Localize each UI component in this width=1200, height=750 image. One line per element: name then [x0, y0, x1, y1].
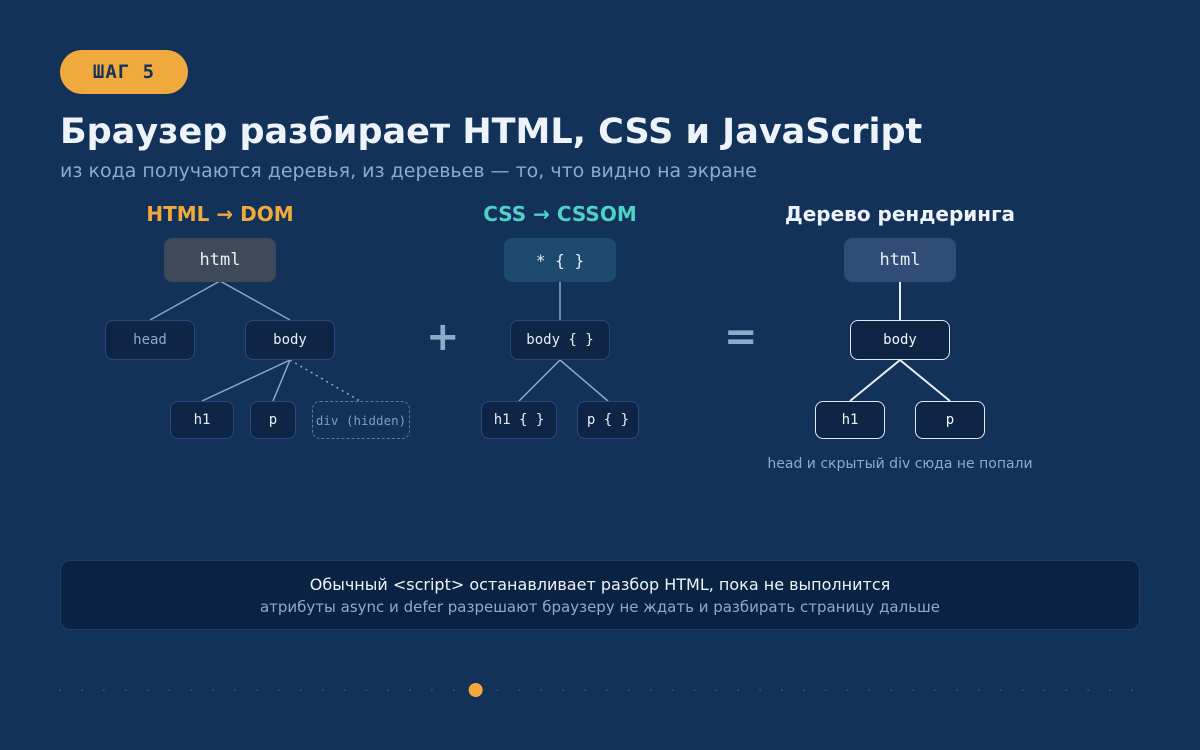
- progress-dot[interactable]: [452, 689, 455, 691]
- progress-dot[interactable]: [255, 689, 258, 691]
- dom-column-title: HTML → DOM: [146, 202, 294, 226]
- progress-dot[interactable]: [409, 689, 412, 691]
- progress-dot[interactable]: [912, 689, 915, 691]
- dom-edge-html-head: [149, 280, 221, 321]
- progress-dot[interactable]: [430, 689, 433, 691]
- cssom-node-universal: * { }: [504, 238, 616, 282]
- panel-sub-text: атрибуты async и defer разрешают браузер…: [259, 597, 941, 616]
- dom-node-h1: h1: [170, 401, 234, 439]
- progress-dot[interactable]: [1087, 689, 1090, 691]
- progress-dot[interactable]: [605, 689, 608, 691]
- progress-dot[interactable]: [737, 689, 740, 691]
- progress-dot[interactable]: [715, 689, 718, 691]
- render-tree-note: head и скрытый div сюда не попали: [767, 456, 1033, 472]
- dom-edge-body-hidden: [289, 359, 361, 402]
- progress-dot[interactable]: [321, 689, 324, 691]
- progress-dot[interactable]: [80, 689, 83, 691]
- cssom-column-title: CSS → CSSOM: [483, 202, 637, 226]
- dom-node-html: html: [164, 238, 276, 282]
- progress-dot[interactable]: [124, 689, 127, 691]
- progress-dot[interactable]: [1043, 689, 1046, 691]
- dom-node-p: p: [250, 401, 296, 439]
- plus-operator: +: [426, 314, 460, 360]
- panel-main-text: Обычный <script> останавливает разбор HT…: [309, 574, 891, 594]
- dom-node-head: head: [105, 320, 195, 360]
- progress-dot[interactable]: [190, 689, 193, 691]
- cssom-edge-body-p: [559, 359, 609, 402]
- progress-dot[interactable]: [890, 689, 893, 691]
- render-node-p: p: [915, 401, 985, 439]
- progress-dot[interactable]: [955, 689, 958, 691]
- dom-edge-html-body: [219, 280, 291, 321]
- progress-dot[interactable]: [868, 689, 871, 691]
- render-node-body: body: [850, 320, 950, 360]
- render-node-h1: h1: [815, 401, 885, 439]
- progress-dot[interactable]: [802, 689, 805, 691]
- progress-dot[interactable]: [1065, 689, 1068, 691]
- progress-dot[interactable]: [540, 689, 543, 691]
- cssom-edge-body-h1: [518, 359, 561, 402]
- progress-dot[interactable]: [693, 689, 696, 691]
- dom-node-body: body: [245, 320, 335, 360]
- progress-dot[interactable]: [277, 689, 280, 691]
- progress-dot[interactable]: [1109, 689, 1112, 691]
- progress-dot[interactable]: [1131, 689, 1133, 691]
- progress-dot[interactable]: [343, 689, 346, 691]
- cssom-node-h1: h1 { }: [481, 401, 557, 439]
- progress-dot[interactable]: [649, 689, 652, 691]
- progress-dot[interactable]: [562, 689, 565, 691]
- render-column-title: Дерево рендеринга: [784, 202, 1016, 226]
- render-edge-body-h1: [849, 359, 901, 402]
- progress-dot[interactable]: [627, 689, 630, 691]
- dom-node-hidden-div: div (hidden): [312, 401, 410, 439]
- progress-dot[interactable]: [387, 689, 390, 691]
- progress-dot[interactable]: [671, 689, 674, 691]
- progress-dot[interactable]: [934, 689, 937, 691]
- progress-dot[interactable]: [59, 689, 61, 691]
- progress-dot[interactable]: [584, 689, 587, 691]
- page-subtitle: из кода получаются деревья, из деревьев …: [60, 160, 757, 182]
- dom-edge-body-h1: [201, 359, 291, 402]
- cssom-node-p: p { }: [577, 401, 639, 439]
- equals-operator: =: [724, 314, 758, 360]
- progress-dot[interactable]: [365, 689, 368, 691]
- progress-dot-current[interactable]: [468, 683, 483, 697]
- progress-dot[interactable]: [759, 689, 762, 691]
- progress-dot[interactable]: [299, 689, 302, 691]
- dom-edge-body-p: [272, 359, 291, 402]
- render-edge-body-p: [899, 359, 951, 402]
- progress-dot[interactable]: [146, 689, 149, 691]
- progress-dot[interactable]: [168, 689, 171, 691]
- progress-dot[interactable]: [780, 689, 783, 691]
- progress-dot[interactable]: [234, 689, 237, 691]
- cssom-node-body: body { }: [510, 320, 610, 360]
- progress-dot[interactable]: [496, 689, 499, 691]
- progress-dot[interactable]: [999, 689, 1002, 691]
- progress-dot[interactable]: [846, 689, 849, 691]
- progress-dot[interactable]: [1021, 689, 1024, 691]
- progress-dot[interactable]: [102, 689, 105, 691]
- progress-dot[interactable]: [977, 689, 980, 691]
- progress-dot[interactable]: [824, 689, 827, 691]
- step-badge: ШАГ 5: [60, 50, 188, 94]
- render-node-html: html: [844, 238, 956, 282]
- progress-dot[interactable]: [518, 689, 521, 691]
- progress-dot[interactable]: [212, 689, 215, 691]
- script-info-panel: Обычный <script> останавливает разбор HT…: [60, 560, 1140, 630]
- page-title: Браузер разбирает HTML, CSS и JavaScript: [60, 112, 923, 152]
